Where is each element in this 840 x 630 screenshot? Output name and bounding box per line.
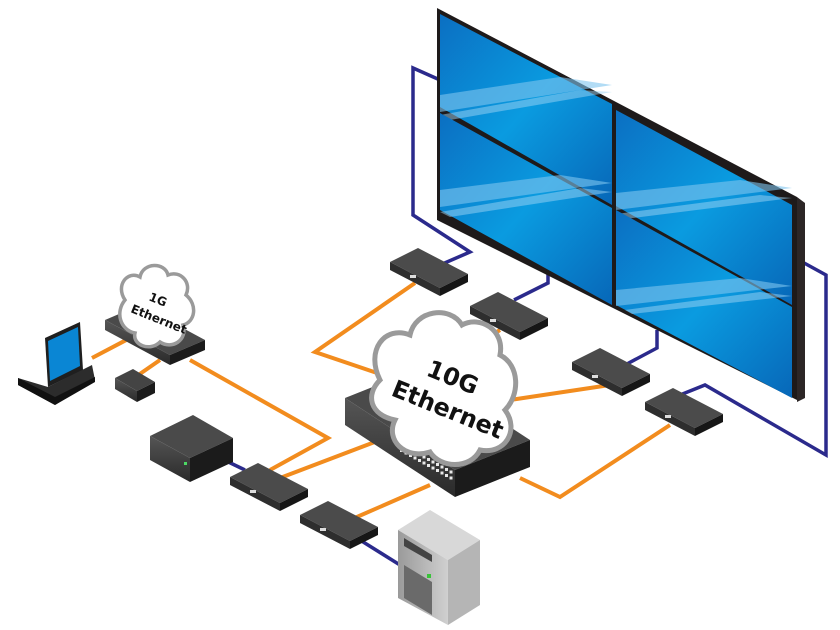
link-core-encoder-1 xyxy=(279,438,381,480)
switch-port xyxy=(427,464,430,467)
switch-port xyxy=(409,454,412,457)
screen-bottom-left[interactable] xyxy=(440,113,612,305)
brand-logo-icon xyxy=(320,528,326,531)
media-player[interactable] xyxy=(150,415,233,482)
encoder-1[interactable] xyxy=(230,463,308,511)
switch-port xyxy=(449,476,453,480)
decoder-3[interactable] xyxy=(572,348,650,396)
link-core-decoder-3 xyxy=(509,383,611,402)
decoder-1[interactable] xyxy=(390,248,468,296)
switch-port xyxy=(436,463,439,466)
link-core-encoder-2 xyxy=(349,483,431,522)
screen-top-left[interactable] xyxy=(440,14,612,205)
switch-port xyxy=(431,466,435,470)
power-led xyxy=(427,574,431,578)
cloud-1g-line1: 1G xyxy=(147,290,169,310)
video-wall[interactable] xyxy=(437,8,805,402)
encoder-2[interactable] xyxy=(300,501,378,549)
link-core-decoder-4 xyxy=(519,423,672,500)
decoder-2[interactable] xyxy=(470,292,548,340)
link-laptop-edge-switch xyxy=(91,336,131,360)
brand-logo-icon xyxy=(592,375,598,378)
drive-bay xyxy=(404,538,432,562)
screen-bottom-right[interactable] xyxy=(616,210,792,398)
cloud-10g-ethernet: 10G Ethernet xyxy=(369,310,519,467)
switch-port xyxy=(440,465,444,469)
video-wall-side xyxy=(797,197,805,402)
cloud-1g-ethernet: 1G Ethernet xyxy=(118,263,196,349)
switch-port xyxy=(413,456,417,460)
tower-server[interactable] xyxy=(398,510,480,625)
screen-top-right[interactable] xyxy=(616,110,792,305)
switch-port xyxy=(445,474,448,477)
laptop[interactable] xyxy=(18,322,95,405)
link-decoder-2-wall xyxy=(513,270,550,302)
link-edge-core xyxy=(189,358,333,472)
switch-port xyxy=(445,468,448,471)
brand-logo-icon xyxy=(250,490,256,493)
brand-logo-icon xyxy=(410,275,416,278)
switch-port xyxy=(418,459,421,462)
controller[interactable] xyxy=(115,369,155,402)
decoder-4[interactable] xyxy=(645,388,723,436)
switch-port xyxy=(427,458,430,461)
brand-logo-icon xyxy=(490,319,496,322)
link-server-encoder-2 xyxy=(359,538,401,567)
switch-port xyxy=(422,455,426,459)
link-decoder-1-wall xyxy=(411,65,474,267)
link-decoder-4-wall xyxy=(679,256,828,459)
link-decoder-3-wall xyxy=(624,330,659,367)
switch-port xyxy=(422,461,426,465)
switch-port xyxy=(440,471,444,475)
switch-port xyxy=(449,470,453,474)
brand-logo-icon xyxy=(665,415,671,418)
status-led xyxy=(184,462,187,465)
link-core-decoder-1 xyxy=(310,281,417,376)
switch-port xyxy=(431,460,435,464)
switch-port xyxy=(436,469,439,472)
